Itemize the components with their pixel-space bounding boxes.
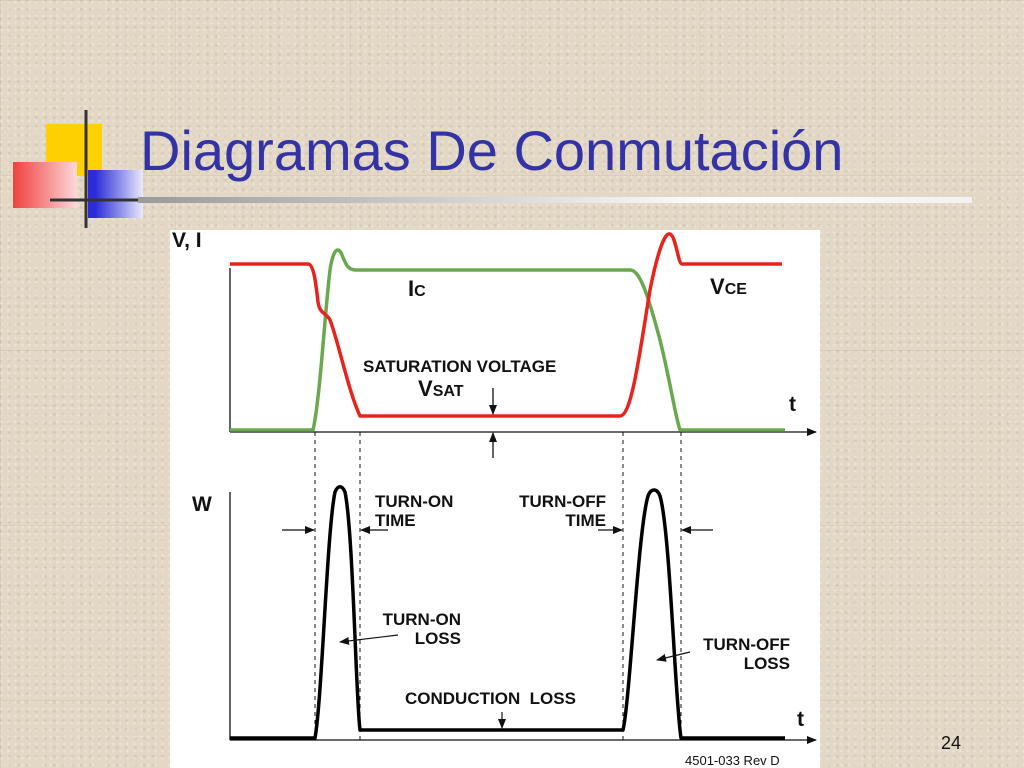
lower-t-label: t <box>797 708 804 731</box>
turn-off-time-label: TURN-OFF TIME <box>498 492 606 530</box>
ic-label-sub: C <box>414 283 426 300</box>
saturation-voltage-label: SATURATION VOLTAGE <box>363 357 557 376</box>
slide-title: Diagramas De Conmutación <box>140 119 844 182</box>
turn-on-loss-line2: LOSS <box>414 629 461 648</box>
turn-off-loss-line2: LOSS <box>743 654 790 673</box>
turn-on-time-line2: TIME <box>375 511 416 530</box>
vce-curve <box>230 232 782 418</box>
lower-y-label: W <box>192 493 212 516</box>
vsat-label: VSAT <box>418 378 464 400</box>
turn-on-loss-line1: TURN-ON <box>382 610 461 629</box>
ic-label: IC <box>408 278 426 300</box>
power-curve <box>230 485 785 740</box>
upper-t-label: t <box>789 393 796 416</box>
vce-label-sub: CE <box>724 281 747 298</box>
turn-on-time-line1: TURN-ON <box>375 492 454 511</box>
upper-y-label: V, I <box>172 229 202 252</box>
turn-off-loss-line1: TURN-OFF <box>703 635 790 654</box>
turn-on-loss-pointer <box>339 634 399 645</box>
vsat-label-sub: SAT <box>432 383 464 400</box>
vsat-label-main: V <box>418 376 433 401</box>
switching-waveforms <box>229 232 817 744</box>
turn-off-loss-label: TURN-OFF LOSS <box>678 635 790 673</box>
revision-label: 4501-033 Rev D <box>685 753 780 768</box>
switching-diagram: V, I IC VCE SATURATION VOLTAGE VSAT t W … <box>170 230 820 768</box>
turn-off-time-line1: TURN-OFF <box>519 492 606 511</box>
conduction-loss-label: CONDUCTION LOSS <box>405 689 576 708</box>
ic-curve <box>230 248 785 432</box>
ic-label-main: I <box>408 276 415 301</box>
turn-off-time-line2: TIME <box>565 511 606 530</box>
page-number: 24 <box>941 733 962 753</box>
slide-logo-icon <box>13 110 143 228</box>
turn-on-loss-label: TURN-ON LOSS <box>363 610 461 648</box>
vce-label-main: V <box>710 274 725 299</box>
turn-off-loss-pointer <box>656 651 691 662</box>
turn-on-time-label: TURN-ON TIME <box>375 492 453 530</box>
vce-label: VCE <box>710 276 747 298</box>
title-underline <box>138 197 972 203</box>
